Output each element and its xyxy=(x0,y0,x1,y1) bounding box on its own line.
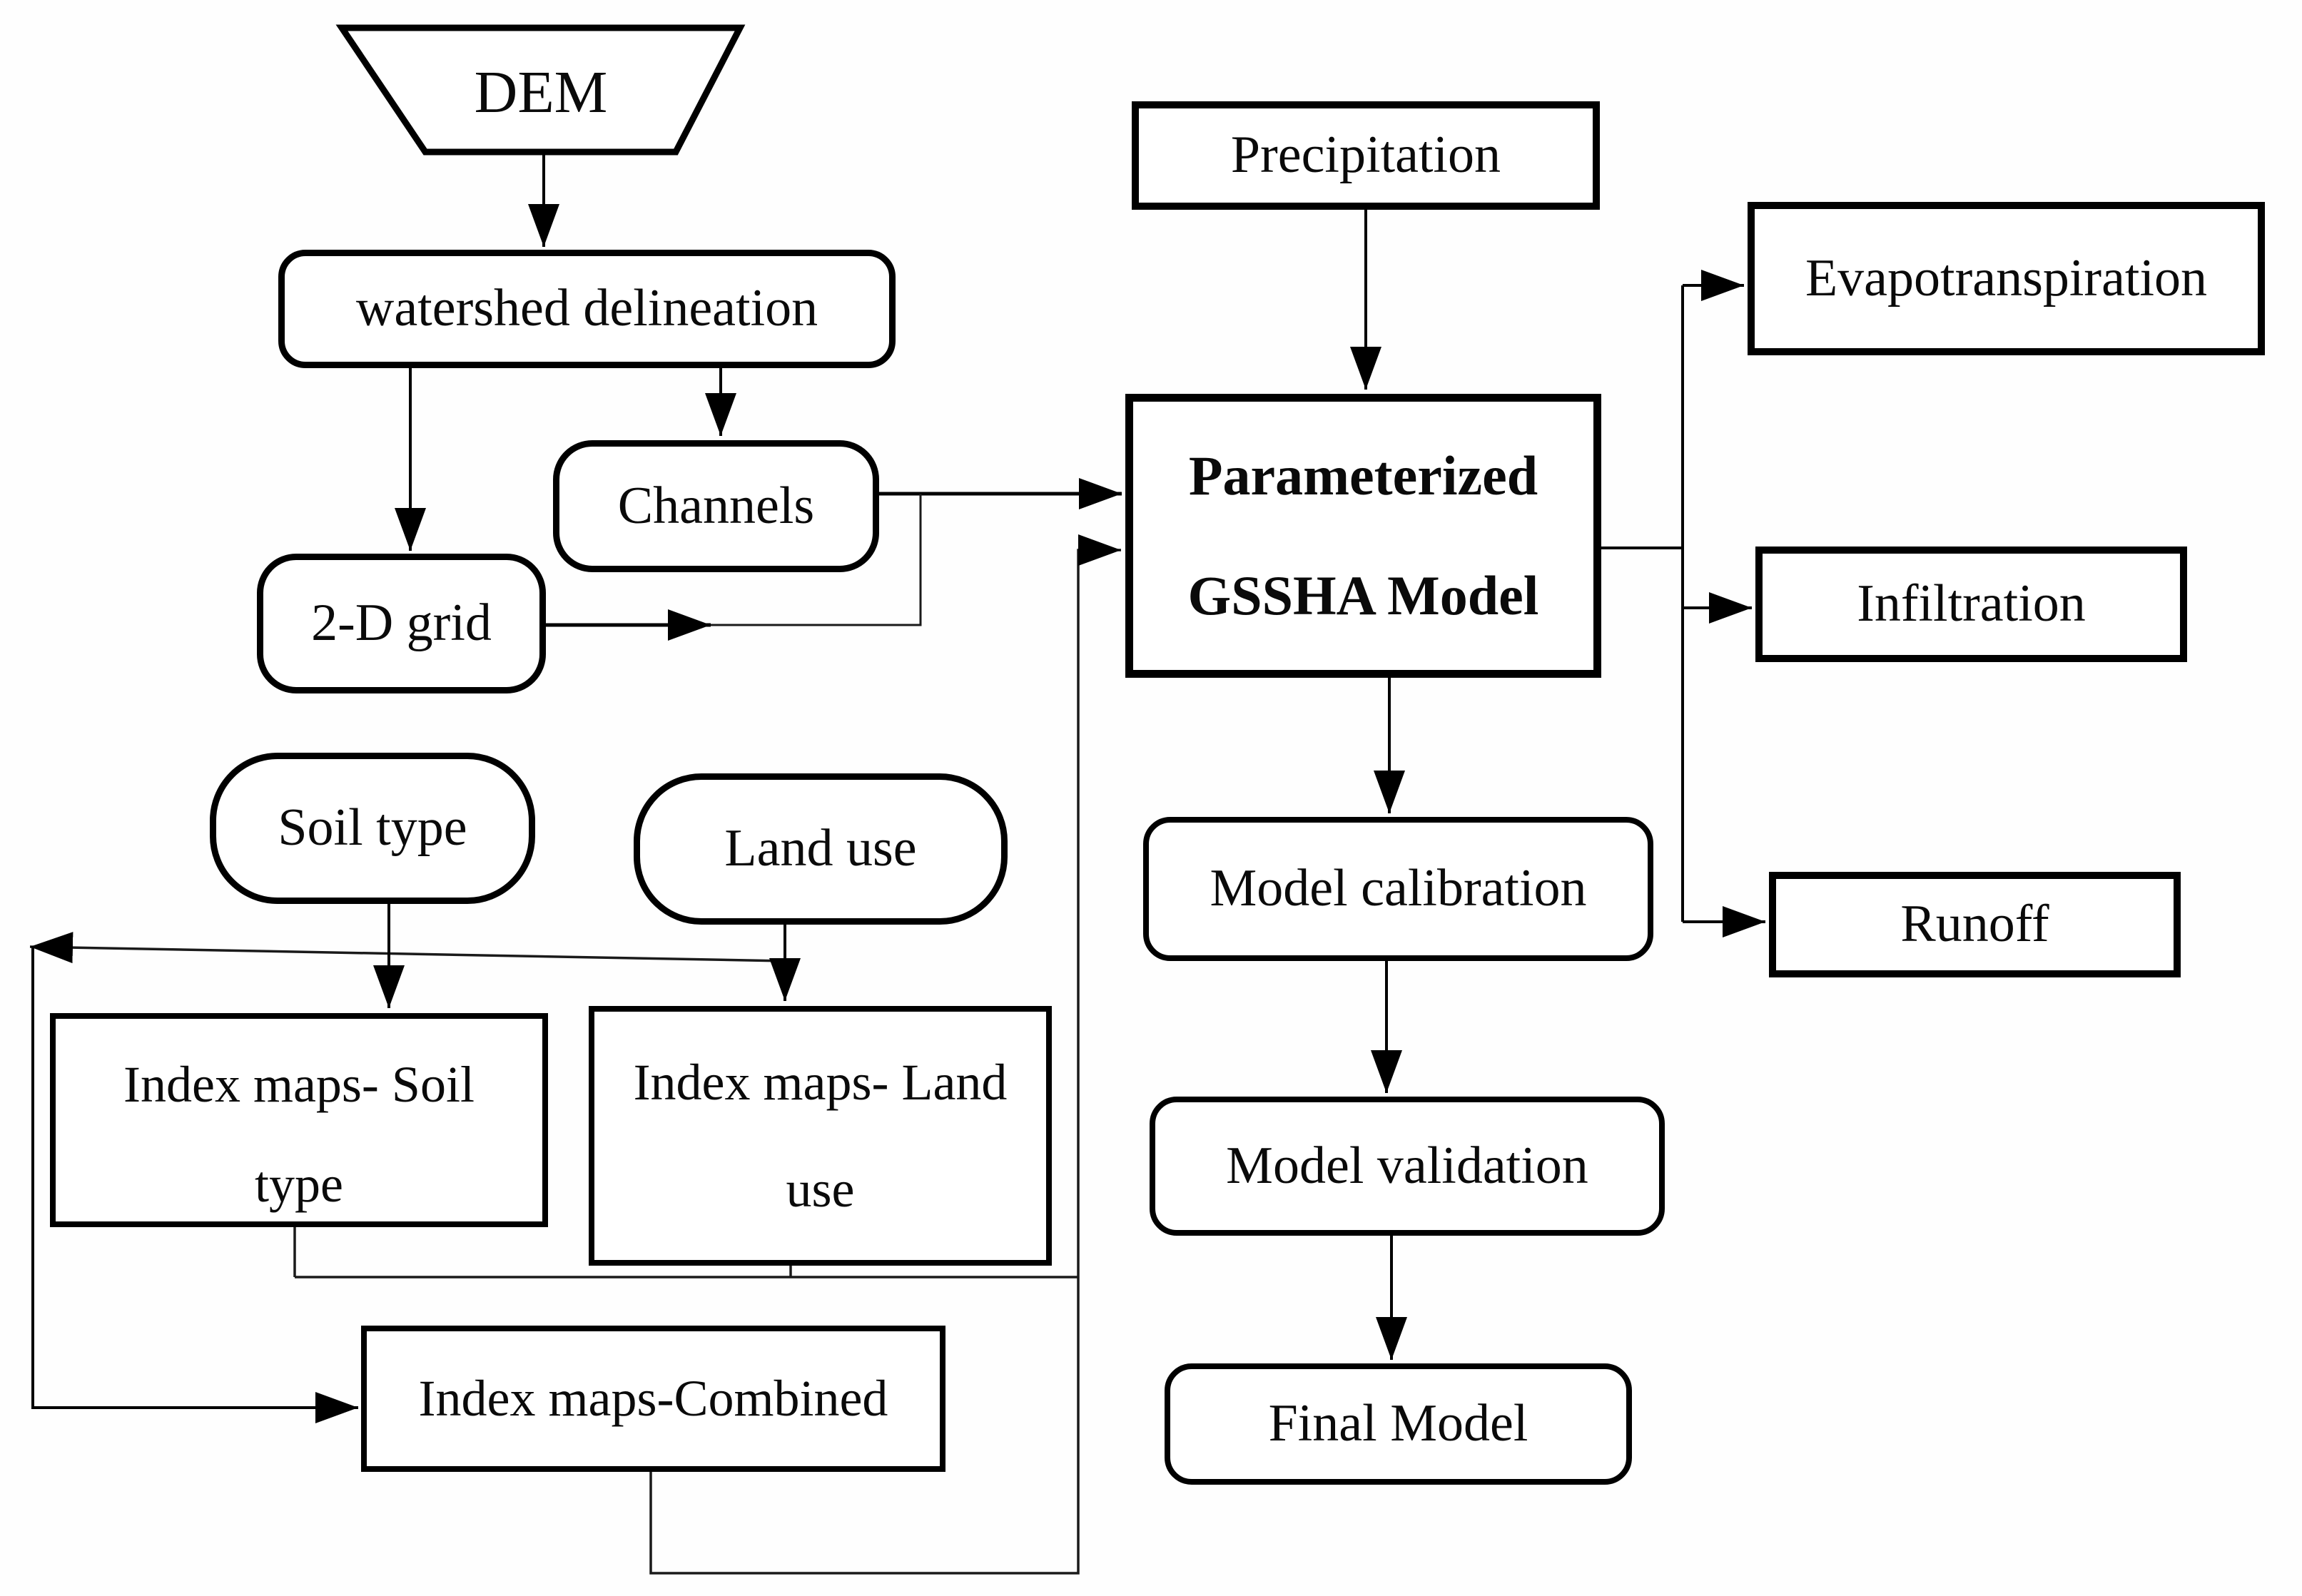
node-index-maps-land-label-line2: use xyxy=(786,1161,855,1218)
node-watershed-delineation-label: watershed delineation xyxy=(355,279,818,338)
node-infiltration-label: Infiltration xyxy=(1857,574,2086,634)
node-index-maps-combined-label: Index maps-Combined xyxy=(418,1370,888,1428)
node-land-use: Land use xyxy=(634,773,1008,925)
node-runoff-label: Runoff xyxy=(1900,895,2049,954)
node-model-validation-label: Model validation xyxy=(1226,1136,1588,1195)
node-precipitation-label: Precipitation xyxy=(1230,126,1501,185)
edge-left-feedback-combined xyxy=(31,947,358,1423)
node-runoff: Runoff xyxy=(1769,872,2181,977)
node-infiltration: Infiltration xyxy=(1755,547,2187,662)
node-soil-type-label: Soil type xyxy=(278,798,467,858)
node-channels-label: Channels xyxy=(617,476,815,535)
node-index-maps-land-label-line1: Index maps- Land xyxy=(633,1054,1008,1111)
node-final-model: Final Model xyxy=(1165,1363,1632,1485)
edge-combined-feedback-gssha xyxy=(649,534,1121,1575)
node-index-maps-soil-label-line2: type xyxy=(255,1156,343,1213)
node-watershed-delineation: watershed delineation xyxy=(278,250,896,368)
node-precipitation: Precipitation xyxy=(1132,101,1600,210)
node-soil-type: Soil type xyxy=(210,753,535,904)
node-gssha-label-line2: GSSHA Model xyxy=(1187,564,1539,626)
node-2d-grid: 2-D grid xyxy=(257,554,546,693)
node-final-model-label: Final Model xyxy=(1268,1394,1528,1453)
node-2d-grid-label: 2-D grid xyxy=(311,594,492,653)
node-index-maps-soil-label-line1: Index maps- Soil xyxy=(123,1056,475,1113)
node-evapotranspiration: Evapotranspiration xyxy=(1748,202,2265,355)
node-index-maps-land-use: Index maps- Land use xyxy=(589,1006,1052,1266)
node-index-maps-combined: Index maps-Combined xyxy=(361,1326,945,1472)
node-gssha-label-line1: Parameterized xyxy=(1188,444,1538,507)
node-land-use-label: Land use xyxy=(724,819,917,878)
node-evapotranspiration-label: Evapotranspiration xyxy=(1805,248,2208,307)
edge-grid2d-riser xyxy=(711,494,922,626)
dem-trapezoid-shape xyxy=(335,24,746,156)
node-index-maps-soil-type: Index maps- Soil type xyxy=(50,1013,548,1227)
edge-landuse-slant-left xyxy=(29,932,786,964)
node-dem: DEM xyxy=(342,32,740,152)
node-model-calibration-label: Model calibration xyxy=(1210,859,1587,918)
edge-gssha-branch-spine xyxy=(1601,285,1684,922)
node-channels: Channels xyxy=(553,440,879,572)
node-model-validation: Model validation xyxy=(1150,1097,1665,1236)
node-parameterized-gssha-model: Parameterized GSSHA Model xyxy=(1125,394,1601,678)
edge-indexmaps-collector xyxy=(293,1226,1078,1279)
node-dem-label: DEM xyxy=(474,59,608,126)
node-model-calibration: Model calibration xyxy=(1143,817,1653,961)
